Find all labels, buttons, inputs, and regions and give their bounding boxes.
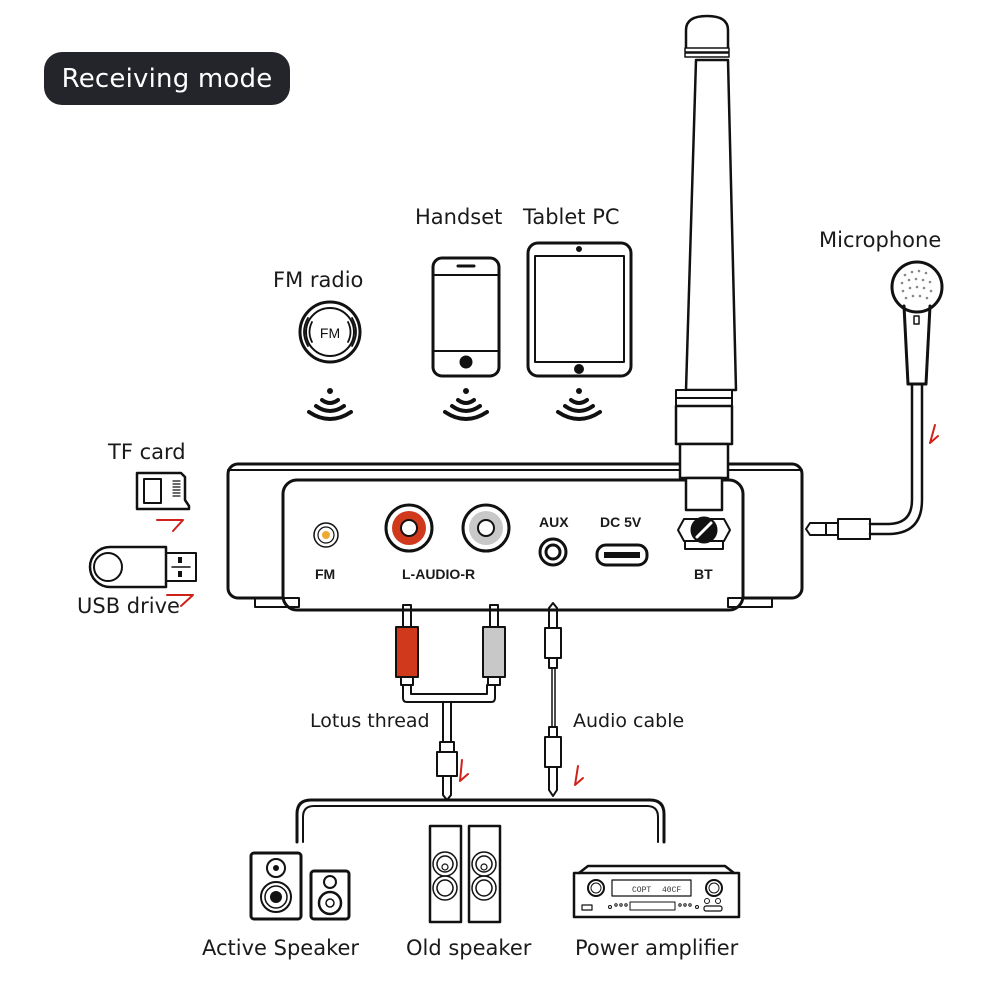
label-tablet: Tablet PC [523,205,620,229]
port-label-dc: DC 5V [600,514,642,530]
usb-drive-icon [88,545,197,589]
arrow-icon-usb [166,594,194,607]
arrow-icon-mic [929,424,939,444]
port-label-bt: BT [694,566,713,582]
label-usb-drive: USB drive [77,594,180,618]
label-lotus-cable: Lotus thread [310,710,430,732]
antenna-icon [674,14,738,550]
arrow-icon-audio [574,765,584,786]
label-microphone: Microphone [819,228,942,252]
label-active-speaker: Active Speaker [202,936,360,960]
signal-icon-fm [307,388,353,421]
fm-icon-text: FM [320,325,340,341]
active-speaker-icon [249,851,351,921]
label-handset: Handset [415,205,503,229]
microphone-icon [805,260,944,540]
fm-port-icon [313,522,339,548]
tf-card-icon [135,471,191,511]
label-fm-radio: FM radio [273,268,364,292]
rca-right-port-icon [461,503,511,553]
port-label-audio: L-AUDIO-R [402,566,476,582]
receiver-device [226,462,804,612]
dc-usbc-port-icon [595,543,649,567]
power-amplifier-icon [572,864,741,919]
label-power-amplifier: Power amplifier [575,936,739,960]
mode-badge: Receiving mode [44,52,290,105]
label-audio-cable: Audio cable [573,710,685,732]
port-label-fm: FM [315,566,336,582]
label-tf-card: TF card [108,440,186,464]
aux-port-icon [538,537,568,567]
lotus-cable-icon [395,604,506,801]
rca-left-port-icon [384,503,434,553]
arrow-icon-tf [156,519,184,532]
port-label-aux: AUX [539,514,569,530]
signal-icon-tablet [556,388,602,421]
amp-display-left: COPT [632,886,651,895]
handset-icon [431,256,501,378]
amp-display-right: 40CF [662,886,681,895]
label-old-speaker: Old speaker [406,936,532,960]
fm-radio-icon [298,300,362,364]
audio-cable-icon [544,602,562,797]
signal-icon-handset [443,388,489,421]
arrow-icon-lotus [459,759,469,782]
old-speaker-icon [428,824,502,924]
tablet-icon [526,241,633,378]
output-bracket [295,798,666,844]
